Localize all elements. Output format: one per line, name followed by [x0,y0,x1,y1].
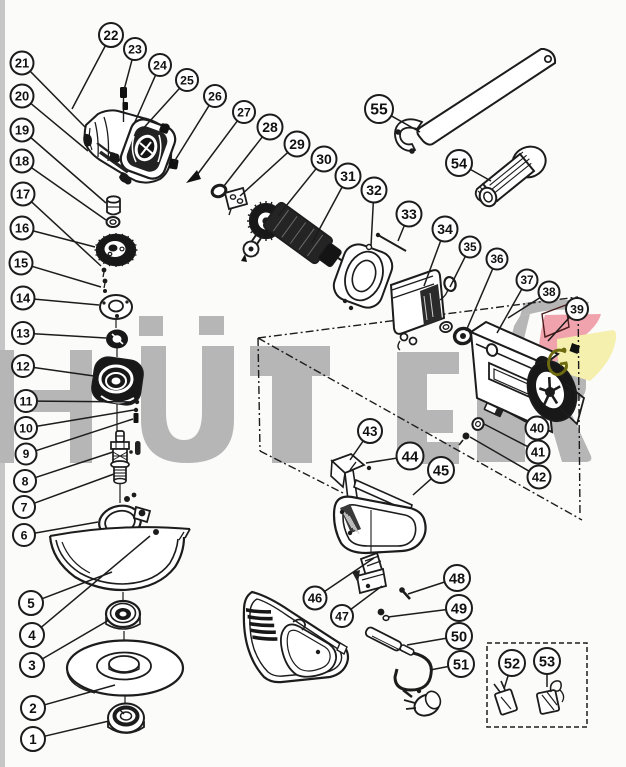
svg-text:19: 19 [15,123,29,138]
svg-text:8: 8 [22,474,29,488]
svg-text:25: 25 [180,73,194,87]
svg-text:22: 22 [104,28,119,43]
svg-text:31: 31 [340,168,356,184]
svg-text:38: 38 [542,285,556,299]
svg-text:9: 9 [23,447,30,461]
svg-text:44: 44 [402,448,419,465]
svg-text:30: 30 [316,151,332,167]
svg-text:55: 55 [370,102,388,119]
svg-text:35: 35 [463,240,477,254]
svg-text:27: 27 [237,105,251,119]
svg-text:50: 50 [451,629,467,645]
svg-text:33: 33 [401,206,417,222]
svg-text:20: 20 [15,89,29,104]
svg-text:6: 6 [21,528,28,542]
svg-text:54: 54 [451,156,468,172]
svg-text:40: 40 [530,421,544,436]
svg-text:36: 36 [490,252,504,266]
svg-text:5: 5 [27,596,35,611]
svg-text:52: 52 [504,656,520,672]
svg-text:3: 3 [28,658,35,673]
svg-text:34: 34 [437,221,453,237]
svg-text:32: 32 [366,182,382,198]
svg-text:4: 4 [28,628,36,643]
svg-text:21: 21 [15,56,29,71]
svg-text:46: 46 [308,591,322,606]
svg-text:29: 29 [289,136,305,152]
svg-text:14: 14 [16,291,31,306]
svg-text:47: 47 [335,609,349,623]
svg-text:10: 10 [19,421,33,435]
svg-text:13: 13 [16,326,30,340]
svg-text:51: 51 [453,657,469,673]
svg-text:43: 43 [363,424,378,439]
svg-text:2: 2 [29,701,36,716]
svg-text:41: 41 [531,445,545,460]
svg-text:39: 39 [570,302,584,316]
svg-text:48: 48 [449,571,465,587]
svg-text:1: 1 [29,732,37,747]
svg-text:53: 53 [539,654,555,670]
svg-text:26: 26 [208,89,222,103]
svg-text:11: 11 [20,394,33,408]
svg-text:28: 28 [262,119,278,135]
svg-text:16: 16 [15,221,29,236]
svg-text:12: 12 [16,359,30,373]
svg-text:24: 24 [153,58,167,72]
svg-text:7: 7 [21,500,28,514]
svg-text:45: 45 [433,463,449,479]
svg-text:37: 37 [520,273,534,287]
svg-text:23: 23 [128,42,142,56]
svg-text:15: 15 [14,256,28,271]
svg-text:49: 49 [451,601,467,617]
svg-text:18: 18 [15,154,29,169]
svg-text:17: 17 [16,187,30,202]
svg-text:42: 42 [532,470,546,485]
